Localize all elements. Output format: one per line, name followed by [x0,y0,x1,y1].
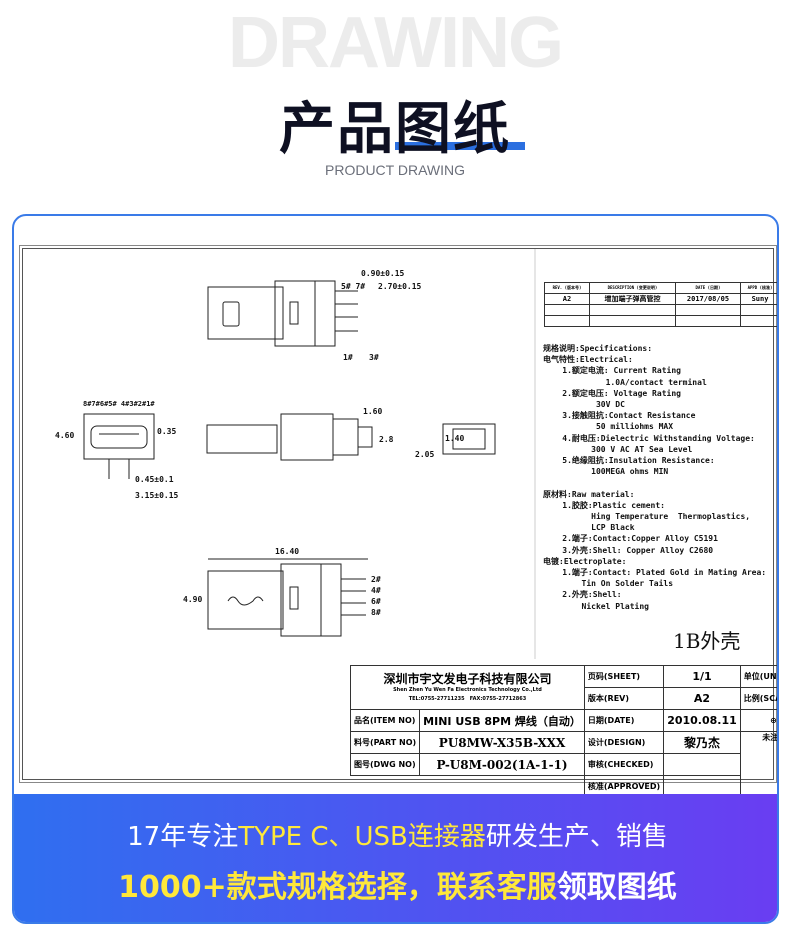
desc-header: DESCRIPTION (变更说明) [589,282,676,294]
dim-0-90: 0.90±0.15 [361,269,405,278]
checked-label: 审核(CHECKED) [583,753,665,776]
title-block: 深圳市宇文发电子科技有限公司 Shen Zhen Yu Wen Fa Elect… [349,665,777,798]
pin-2-label: 2# [371,575,381,584]
dim-4-90: 4.90 [183,595,203,604]
pin-6-label: 6# [371,597,381,606]
rev-block-value: A2 [663,687,741,710]
part-value: PU8MW-X35B-XXX [419,731,585,754]
promo-banner: 17年专注TYPE C、USB连接器研发生产、销售 1000+款式规格选择，联系… [14,794,777,922]
specifications-text: 规格说明:Specifications: 电气特性:Electrical: 1.… [543,344,767,611]
rev-header: REV. (版本号) [543,282,591,294]
pin-3-label: 3# [369,353,379,362]
technical-drawing [83,249,536,659]
scale-label: 比例(SCALE) 1:1 [739,687,777,710]
item-label: 品名(ITEM NO) [349,709,421,732]
dwg-label: 图号(DWG NO) [349,753,421,776]
date-block-value: 2010.08.11 [663,709,741,732]
rev-label: 版本(REV) [583,687,665,710]
dim-1-60: 1.60 [363,407,383,416]
contact-service-link[interactable]: 联系客服 [436,870,557,905]
front-view [83,413,155,479]
front-pin-labels: 8#7#6#5# 4#3#2#1# [83,400,155,408]
background-watermark-word: DRAWING [228,3,564,83]
pin-4-label: 4# [371,586,381,595]
dim-3-15: 3.15±0.15 [135,491,179,500]
banner-line-1: 17年专注TYPE C、USB连接器研发生产、销售 [14,816,777,853]
drawing-card: 0.90±0.15 5# 7# 2.70±0.15 1# 3# 8#7#6#5#… [12,214,779,924]
date-label: 日期(DATE) [583,709,665,732]
tolerance-title: 未注公差 [739,731,777,798]
rev-value: A2 [543,293,591,305]
banner-highlight: 1000+款式规格选择， [118,870,437,905]
company-fax: FAX:0755-27712863 [469,695,527,702]
sheet-value: 1/1 [663,665,741,688]
drawing-frame: 0.90±0.15 5# 7# 2.70±0.15 1# 3# 8#7#6#5#… [19,245,777,798]
dim-0-45: 0.45±0.1 [135,475,174,484]
design-value: 黎乃杰 [663,731,741,754]
dwg-value: P-U8M-002(1A-1-1) [419,753,585,776]
page-subtitle: PRODUCT DRAWING [325,162,465,178]
date-value: 2017/08/05 [674,293,742,305]
revision-table: REV. (版本号)DESCRIPTION (变更说明)DATE (日期)APP… [543,282,777,327]
bottom-view [207,558,368,637]
date-header: DATE (日期) [674,282,742,294]
design-label: 设计(DESIGN) [583,731,665,754]
banner-text: 研发生产、销售 [485,822,668,852]
part-name-label: 1B外壳 [673,629,741,653]
company-name-cn: 深圳市宇文发电子科技有限公司 [383,671,552,686]
projection-symbol: ⊕ ⊏ [739,709,777,732]
banner-text: 17年专注 [127,822,239,852]
company-name-en: Shen Zhen Yu Wen Fa Electronics Technolo… [393,686,542,693]
dim-1-40: 1.40 [445,434,465,443]
dim-4-60: 4.60 [55,431,75,440]
banner-line-2: 1000+款式规格选择，联系客服领取图纸 [14,862,777,906]
desc-value: 增加端子弹高管控 [589,293,676,305]
page-title: 产品图纸 [279,97,511,162]
pin-1-label: 1# [343,353,353,362]
dim-2-70: 2.70±0.15 [378,282,422,291]
pin-8-label: 8# [371,608,381,617]
end-view [442,423,496,455]
dim-0-35: 0.35 [157,427,177,436]
sheet-label: 页码(SHEET) [583,665,665,688]
side-view [206,413,373,461]
top-view [207,280,358,347]
dim-2-05: 2.05 [415,450,435,459]
pins-5-7-label: 5# 7# [341,282,366,291]
company-tel: TEL:0755-27711235 [408,695,465,702]
banner-text: 领取图纸 [556,870,677,905]
appd-header: APPD (核准) [740,282,777,294]
dim-2-8: 2.8 [379,435,394,444]
banner-highlight: TYPE C、USB连接器 [238,822,486,852]
part-label: 料号(PART NO) [349,731,421,754]
unit-label: 单位(UNIT): MM [739,665,777,688]
dim-16-40: 16.40 [275,547,300,556]
item-value: MINI USB 8PM 焊线（自动） [419,709,585,732]
title-underline [395,142,525,150]
appd-value: Suny [740,293,777,305]
